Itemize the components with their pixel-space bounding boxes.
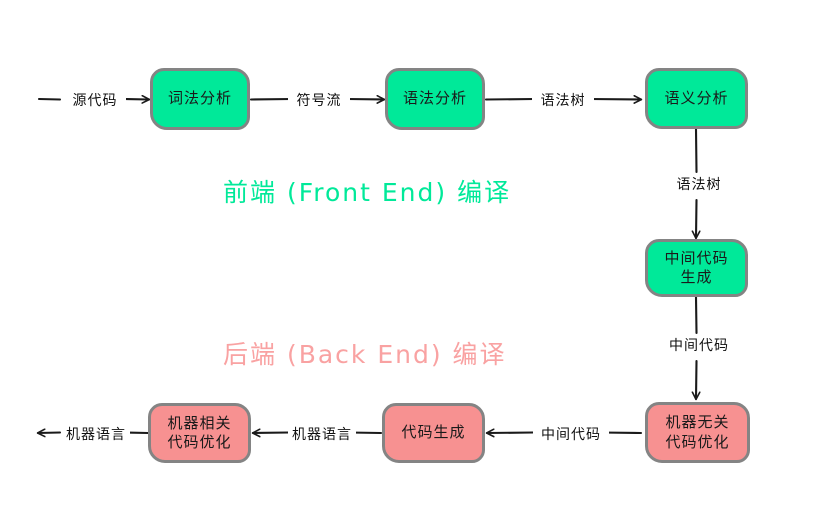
node-semantic-analysis[interactable]: 语义分析 [645, 68, 748, 129]
node-label: 词法分析 [167, 89, 232, 108]
edge-label-machine-language-output: 机器语言 [62, 424, 130, 444]
edge-label-syntax-tree-vertical: 语法树 [668, 174, 730, 194]
edge-label-source-code: 源代码 [64, 90, 126, 110]
node-syntax-analysis[interactable]: 语法分析 [385, 68, 485, 130]
node-label-line-1: 中间代码 [664, 248, 729, 267]
node-code-generation[interactable]: 代码生成 [382, 403, 485, 463]
edge-label-syntax-tree-horizontal: 语法树 [532, 90, 594, 110]
node-label: 语法分析 [402, 89, 467, 108]
node-label: 语义分析 [664, 88, 729, 107]
node-label: 代码生成 [401, 423, 466, 442]
phase-label-back-end: 后端 (Back End) 编译 [223, 340, 507, 369]
node-machine-independent-optimization[interactable]: 机器无关 代码优化 [645, 402, 750, 463]
node-label-line-2: 生成 [680, 268, 713, 286]
node-lexical-analysis[interactable]: 词法分析 [150, 68, 250, 130]
edge-label-token-stream: 符号流 [288, 90, 350, 110]
node-label-line-1: 机器相关 [167, 413, 232, 432]
node-machine-dependent-optimization[interactable]: 机器相关 代码优化 [148, 403, 251, 463]
node-label-line-1: 机器无关 [665, 413, 730, 432]
node-intermediate-code-generation[interactable]: 中间代码 生成 [645, 239, 748, 297]
phase-label-front-end: 前端 (Front End) 编译 [223, 178, 512, 207]
node-label-line-2: 代码优化 [167, 433, 232, 451]
edge-label-intermediate-code-vertical: 中间代码 [659, 335, 739, 355]
node-label-line-2: 代码优化 [665, 432, 730, 451]
edge-label-intermediate-code-horizontal: 中间代码 [533, 424, 609, 444]
edge-label-machine-language-middle: 机器语言 [288, 424, 356, 444]
